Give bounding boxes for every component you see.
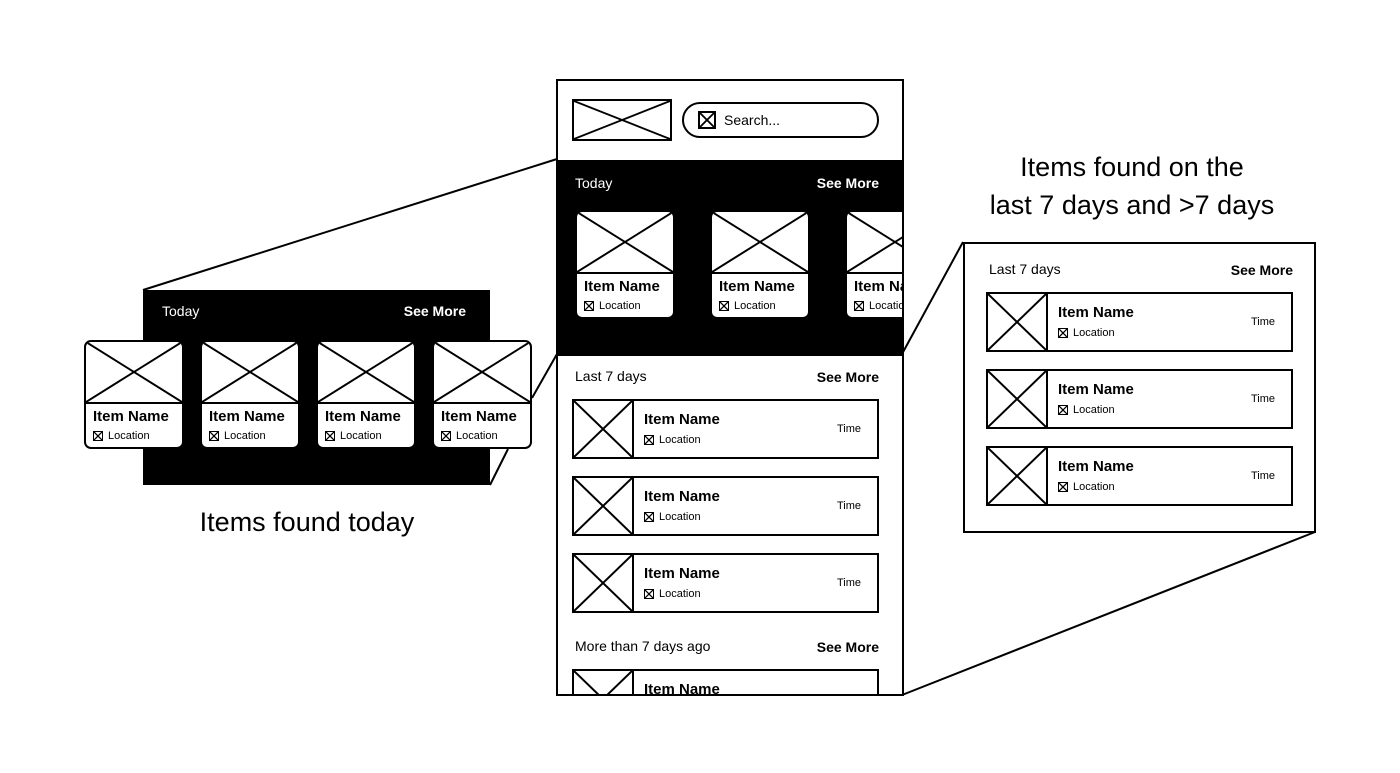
item-time: Time: [836, 577, 861, 589]
caption-line-2: last 7 days and >7 days: [989, 190, 1275, 220]
item-image-placeholder: [988, 294, 1048, 350]
item-time: Time: [836, 423, 861, 435]
item-image-placeholder: [574, 401, 634, 457]
item-location: Location: [734, 300, 776, 312]
today-title: Today: [575, 175, 613, 191]
caption-items-today: Items found today: [199, 507, 415, 537]
item-name: Item Name: [719, 278, 795, 295]
location-icon: [1058, 482, 1068, 492]
item-name: Item Name: [644, 488, 720, 505]
today-callout-see-more[interactable]: See More: [403, 303, 466, 319]
older-title: More than 7 days ago: [575, 638, 711, 654]
item-name: Item Name: [584, 278, 660, 295]
location-icon: [854, 301, 864, 311]
item-image-placeholder: [574, 478, 634, 534]
item-image-placeholder: [574, 555, 634, 611]
caption-line-1: Items found on the: [1020, 152, 1244, 182]
item-name: Item Name: [93, 408, 169, 425]
item-time: Time: [837, 693, 861, 694]
item-location: Location: [1073, 404, 1115, 416]
last7-title: Last 7 days: [575, 368, 647, 384]
item-name: Item Name: [1058, 304, 1134, 321]
item-name: Item Name: [325, 408, 401, 425]
item-image-placeholder: [988, 371, 1048, 427]
item-time: Time: [1250, 393, 1275, 405]
item-card[interactable]: Item Name Location: [84, 340, 184, 449]
item-image-placeholder: [988, 448, 1048, 504]
item-location: Location: [456, 430, 498, 442]
item-name: Item Name: [209, 408, 285, 425]
location-icon: [1058, 405, 1068, 415]
item-image-placeholder: [86, 342, 182, 404]
last7-callout-see-more[interactable]: See More: [1230, 262, 1293, 278]
item-name: Item Name: [441, 408, 517, 425]
item-image-placeholder: [712, 212, 808, 274]
logo-placeholder: [572, 99, 672, 141]
location-icon: [209, 431, 219, 441]
last7-see-more[interactable]: See More: [816, 369, 879, 385]
item-card[interactable]: Item Name Location: [710, 210, 810, 319]
location-icon: [719, 301, 729, 311]
item-card[interactable]: Item Name Location: [575, 210, 675, 319]
item-location: Location: [659, 511, 701, 523]
item-card[interactable]: Item Name Location: [316, 340, 416, 449]
search-icon: [698, 111, 716, 129]
item-image-placeholder: [434, 342, 530, 404]
item-location: Location: [224, 430, 266, 442]
today-callout-title: Today: [162, 303, 200, 319]
list-item[interactable]: Item Name Location Time: [572, 669, 879, 696]
item-image-placeholder: [847, 212, 902, 274]
list-item[interactable]: Item Name Location Time: [572, 553, 879, 613]
location-icon: [644, 435, 654, 445]
list-item[interactable]: Item Name Location Time: [572, 399, 879, 459]
search-placeholder: Search...: [724, 112, 781, 128]
item-location: Location: [108, 430, 150, 442]
item-image-placeholder: [577, 212, 673, 274]
location-icon: [325, 431, 335, 441]
location-icon: [93, 431, 103, 441]
item-time: Time: [836, 500, 861, 512]
location-icon: [584, 301, 594, 311]
item-name: Item Name: [644, 565, 720, 582]
item-location: Location: [869, 300, 904, 312]
location-icon: [1058, 328, 1068, 338]
item-name: Item Name: [1058, 381, 1134, 398]
item-name: Item Name: [644, 681, 720, 696]
item-location: Location: [599, 300, 641, 312]
item-card[interactable]: Item Name Location: [845, 210, 904, 319]
item-card[interactable]: Item Name Location: [200, 340, 300, 449]
item-location: Location: [659, 434, 701, 446]
list-item[interactable]: Item Name Location Time: [986, 369, 1293, 429]
item-name: Item Name: [854, 278, 902, 295]
item-time: Time: [1250, 470, 1275, 482]
search-input[interactable]: Search...: [682, 102, 879, 138]
list-item[interactable]: Item Name Location Time: [572, 476, 879, 536]
older-see-more[interactable]: See More: [816, 639, 879, 655]
today-see-more[interactable]: See More: [816, 175, 879, 191]
list-item[interactable]: Item Name Location Time: [986, 292, 1293, 352]
item-image-placeholder: [202, 342, 298, 404]
location-icon: [441, 431, 451, 441]
item-image-placeholder: [574, 671, 634, 694]
item-card[interactable]: Item Name Location: [432, 340, 532, 449]
list-item[interactable]: Item Name Location Time: [986, 446, 1293, 506]
item-image-placeholder: [318, 342, 414, 404]
item-location: Location: [1073, 481, 1115, 493]
last7-callout-title: Last 7 days: [989, 261, 1061, 277]
item-time: Time: [1250, 316, 1275, 328]
item-name: Item Name: [644, 411, 720, 428]
item-location: Location: [340, 430, 382, 442]
item-name: Item Name: [1058, 458, 1134, 475]
location-icon: [644, 512, 654, 522]
location-icon: [644, 589, 654, 599]
item-location: Location: [659, 588, 701, 600]
item-location: Location: [1073, 327, 1115, 339]
phone-frame: Search... Today See More Item Name Locat…: [556, 79, 904, 696]
